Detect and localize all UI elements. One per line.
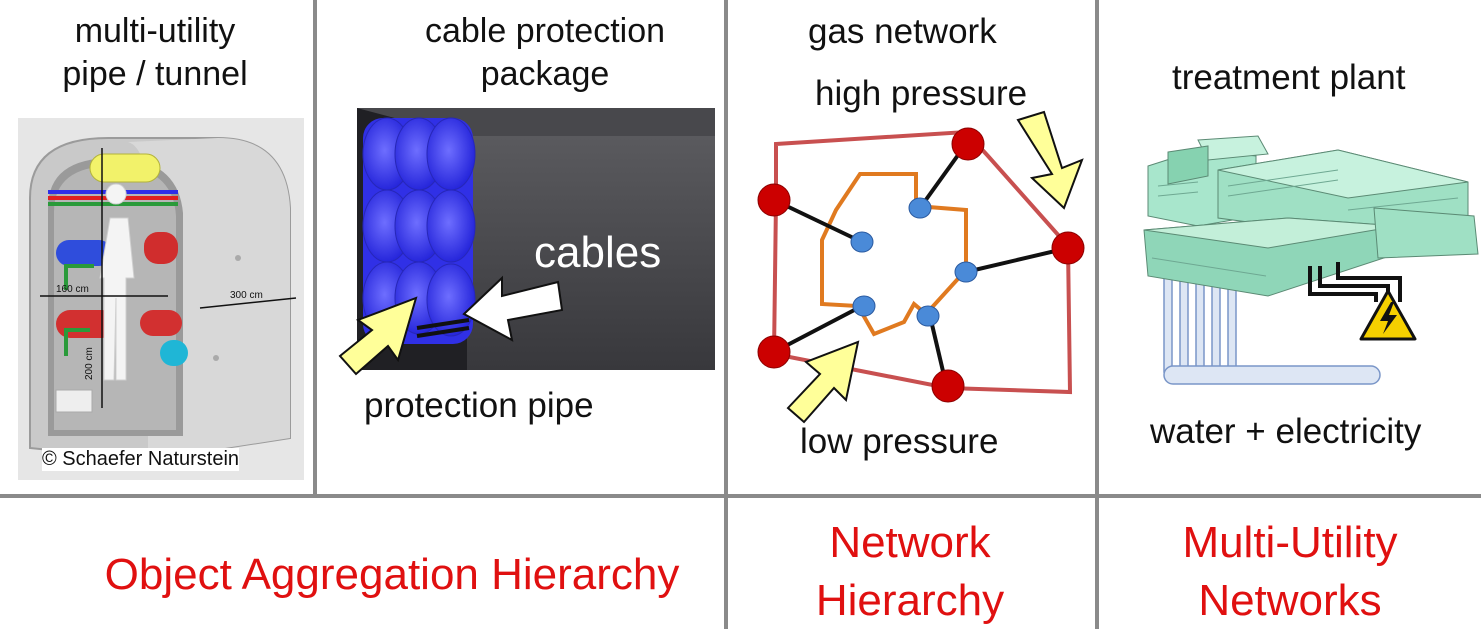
network-hierarchy-label: Network Hierarchy [730,514,1090,630]
high-pressure-label: high pressure [815,74,1028,113]
yellow-arrow-icon [1016,110,1084,210]
tunnel-title-line2: pipe / tunnel [62,55,248,93]
yellow-arrow-icon [786,340,860,424]
tunnel-title: multi-utility pipe / tunnel [10,10,300,96]
tunnel-dim-depth: 300 cm [230,290,263,301]
plant-bottom-label: water + electricity [1150,412,1422,451]
divider-1 [313,0,317,495]
aggregation-hierarchy-label: Object Aggregation Hierarchy [104,550,680,599]
window-lines [1151,169,1459,277]
gas-title: gas network [808,12,997,51]
plant-buildings [1143,135,1479,297]
white-arrow-icon [462,275,564,342]
divider-2 [724,0,728,629]
low-pressure-label: low pressure [800,422,999,461]
tunnel-title-line1: multi-utility [74,12,236,50]
gas-network-diagram [757,127,1085,403]
cable-package-illustration [357,108,715,370]
tunnel-dim-height: 200 cm [84,347,95,380]
plant-title: treatment plant [1172,58,1406,97]
protection-pipe-label: protection pipe [364,386,594,425]
cable-title-line1: cable protection [424,12,666,50]
multi-utility-line2: Networks [1198,576,1382,625]
cable-title-line2: package [480,55,610,93]
cables-label: cables [534,228,662,277]
horizontal-divider [0,494,1481,498]
multi-utility-networks-label: Multi-Utility Networks [1102,514,1478,630]
multi-utility-line1: Multi-Utility [1182,518,1398,567]
tunnel-dim-width: 160 cm [56,284,89,295]
yellow-arrow-icon [338,296,418,376]
divider-3 [1095,0,1099,629]
tunnel-copyright: © Schaefer Naturstein [42,448,240,471]
tunnel-illustration: 160 cm 300 cm 200 cm [18,118,304,480]
treatment-plant-illustration [1143,135,1479,385]
network-hierarchy-line2: Hierarchy [815,576,1005,625]
water-pipes [1163,271,1381,385]
high-pressure-nodes [757,127,1085,403]
high-voltage-warning-icon [1359,289,1417,341]
cable-ends [416,318,470,338]
network-hierarchy-line1: Network [829,518,991,567]
cable-title: cable protection package [380,10,710,96]
low-pressure-nodes [850,197,978,327]
